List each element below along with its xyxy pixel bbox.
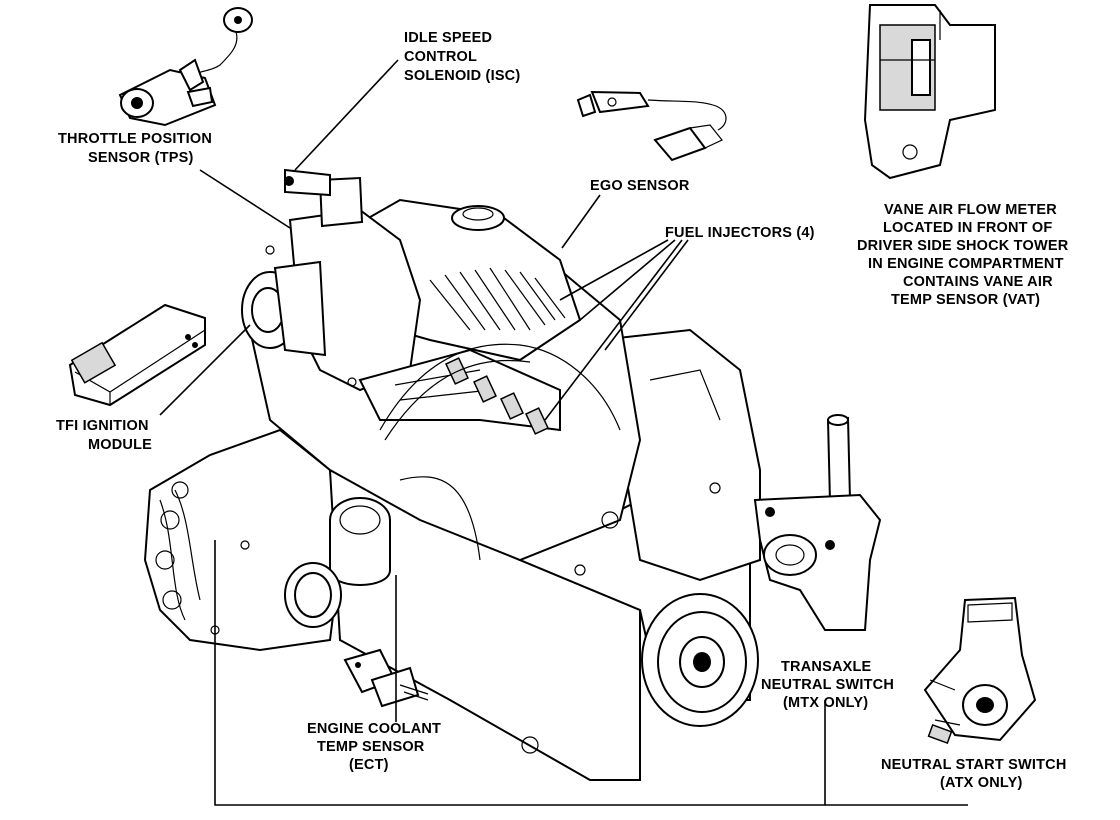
tfi-module-illustration <box>68 303 206 407</box>
vane-air-flow-meter-illustration <box>863 4 996 180</box>
label-isc-line3: SOLENOID (ISC) <box>404 68 520 84</box>
label-neutral-start-switch: NEUTRAL START SWITCH (ATX ONLY) <box>881 757 1067 791</box>
leader-fuel-3 <box>544 239 683 421</box>
label-ect-line3: (ECT) <box>349 757 389 773</box>
label-vane-line1: VANE AIR FLOW METER <box>884 202 1057 218</box>
leader-isc <box>294 59 399 171</box>
label-ego: EGO SENSOR <box>590 178 690 194</box>
leader-tps <box>199 169 291 229</box>
leader-tfi <box>159 324 251 416</box>
label-tfi: TFI IGNITION MODULE <box>56 418 152 453</box>
label-tfi-line2: MODULE <box>88 437 152 453</box>
label-tns-line2: NEUTRAL SWITCH <box>761 677 894 693</box>
label-ect-line2: TEMP SENSOR <box>317 739 425 755</box>
label-fuel-line1: FUEL INJECTORS (4) <box>665 225 815 241</box>
label-vane-line4: IN ENGINE COMPARTMENT <box>868 256 1064 272</box>
engine-illustration <box>143 168 761 781</box>
label-tps: THROTTLE POSITION SENSOR (TPS) <box>58 131 212 166</box>
transaxle-neutral-switch-illustration <box>753 414 882 631</box>
label-nss-line1: NEUTRAL START SWITCH <box>881 757 1067 773</box>
leader-fuel-1 <box>559 239 669 301</box>
leader-ego <box>561 194 601 249</box>
label-transaxle-neutral-switch: TRANSAXLE NEUTRAL SWITCH (MTX ONLY) <box>761 659 894 711</box>
ect-sensor-illustration <box>343 648 429 708</box>
leader-fuel-2 <box>579 239 676 321</box>
label-vane-line6: TEMP SENSOR (VAT) <box>891 292 1040 308</box>
label-tns-line1: TRANSAXLE <box>781 659 872 675</box>
label-ect-line1: ENGINE COOLANT <box>307 721 441 737</box>
label-isc-line2: CONTROL <box>404 49 477 65</box>
label-tns-line3: (MTX ONLY) <box>783 695 868 711</box>
label-vane-line2: LOCATED IN FRONT OF <box>883 220 1052 236</box>
neutral-start-switch-illustration <box>923 596 1037 745</box>
label-vane: VANE AIR FLOW METER LOCATED IN FRONT OF … <box>857 202 1069 308</box>
label-ego-line1: EGO SENSOR <box>590 178 690 194</box>
label-tfi-line1: TFI IGNITION <box>56 418 149 434</box>
label-ect: ENGINE COOLANT TEMP SENSOR (ECT) <box>307 721 441 773</box>
leader-neutral-bracket <box>214 540 826 806</box>
label-vane-line5: CONTAINS VANE AIR <box>903 274 1053 290</box>
label-fuel-injectors: FUEL INJECTORS (4) <box>665 225 815 241</box>
leader-fuel-4 <box>604 239 689 351</box>
tps-sensor-illustration <box>118 7 253 127</box>
label-tps-line1: THROTTLE POSITION <box>58 131 212 147</box>
label-nss-line2: (ATX ONLY) <box>940 775 1023 791</box>
leader-lines <box>159 59 968 806</box>
label-isc-line1: IDLE SPEED <box>404 30 492 46</box>
ego-sensor-illustration <box>576 90 727 162</box>
label-isc: IDLE SPEED CONTROL SOLENOID (ISC) <box>404 30 520 84</box>
label-tps-line2: SENSOR (TPS) <box>88 150 194 166</box>
label-vane-line3: DRIVER SIDE SHOCK TOWER <box>857 238 1069 254</box>
